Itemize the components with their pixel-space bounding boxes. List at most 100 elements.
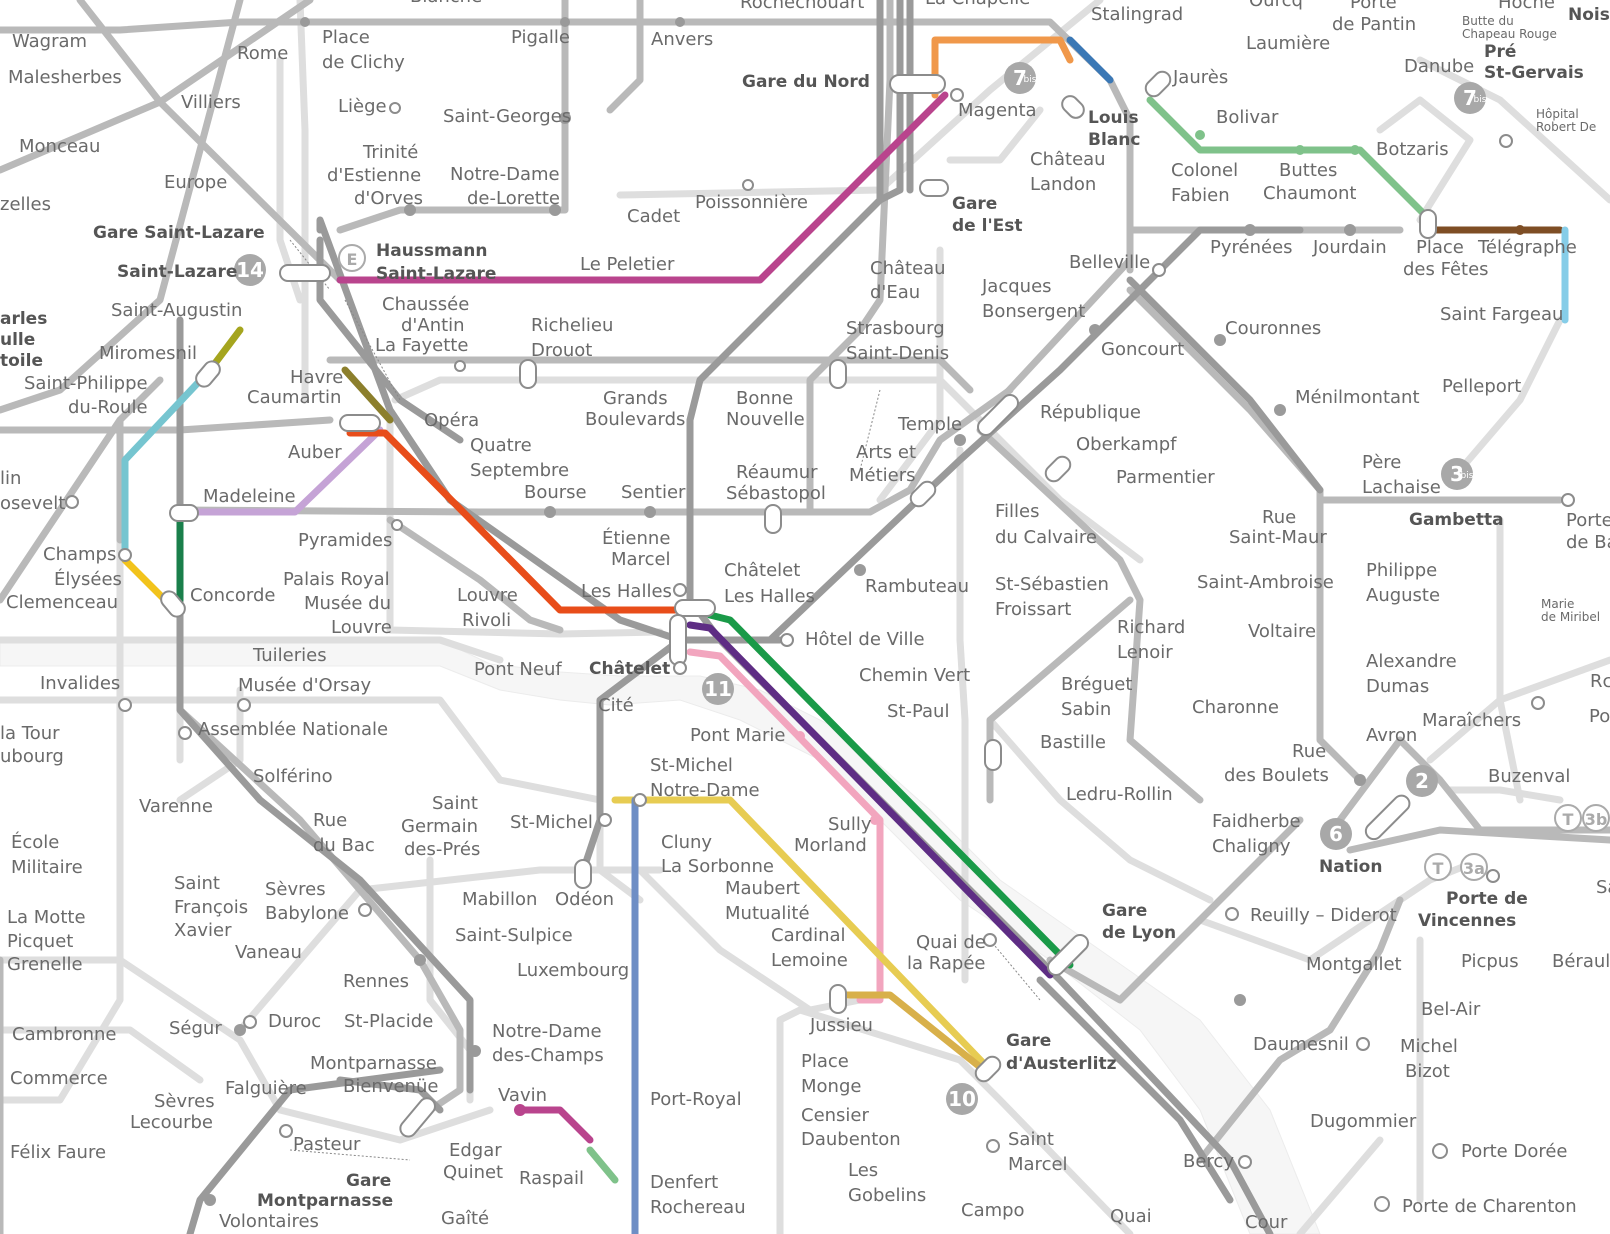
station-label[interactable]: Musée du	[304, 593, 391, 614]
station-label[interactable]: Place	[322, 27, 370, 48]
station-label[interactable]: Notre-Dame	[492, 1021, 602, 1042]
station-label[interactable]: Saint Fargeau	[1440, 304, 1563, 325]
station-label[interactable]: Xavier	[174, 920, 232, 941]
station-label[interactable]: Porte	[1566, 510, 1610, 531]
station-label[interactable]: de Lyon	[1102, 923, 1176, 943]
station-label[interactable]: Bérault	[1552, 951, 1610, 972]
line-badge[interactable]: 10	[946, 1083, 978, 1115]
station-label[interactable]: Butte du	[1462, 14, 1514, 28]
station-label[interactable]: St-Gervais	[1484, 63, 1584, 83]
station-label[interactable]: Europe	[164, 172, 227, 193]
line-badge[interactable]: 3a	[1460, 853, 1488, 881]
station-label[interactable]: de Ba	[1566, 532, 1610, 553]
station-label[interactable]: Pont Neuf	[474, 659, 562, 680]
station-label[interactable]: Haussmann	[376, 241, 487, 261]
station-label[interactable]: Duroc	[268, 1011, 321, 1032]
station-label[interactable]: Magenta	[958, 100, 1037, 121]
station-label[interactable]: Montgallet	[1306, 954, 1402, 975]
station-label[interactable]: Rochechouart	[740, 0, 864, 13]
station-label[interactable]: arles	[0, 309, 47, 329]
station-label[interactable]: Raspail	[519, 1168, 584, 1189]
station-label[interactable]: Varenne	[139, 796, 213, 817]
station-label[interactable]: Daubenton	[801, 1129, 901, 1150]
station-label[interactable]: Picquet	[7, 931, 73, 952]
station-label[interactable]: Rc	[1590, 671, 1610, 692]
station-label[interactable]: École	[11, 831, 59, 853]
station-label[interactable]: Trinité	[362, 142, 418, 163]
station-label[interactable]: Chaligny	[1212, 836, 1291, 857]
station-label[interactable]: Cambronne	[12, 1024, 116, 1045]
station-label[interactable]: Rue	[313, 810, 347, 831]
station-label[interactable]: Odéon	[555, 889, 614, 910]
station-label[interactable]: Étienne	[602, 527, 670, 549]
station-label[interactable]: Sully	[828, 814, 872, 835]
station-label[interactable]: Michel	[1400, 1036, 1458, 1057]
station-label[interactable]: Blanche	[410, 0, 482, 7]
station-label[interactable]: Bolivar	[1216, 107, 1279, 128]
station-label[interactable]: Danube	[1404, 56, 1474, 77]
station-label[interactable]: Villiers	[181, 92, 241, 113]
station-label[interactable]: Bel-Air	[1421, 999, 1481, 1020]
station-label[interactable]: de Clichy	[322, 52, 405, 73]
station-label[interactable]: François	[174, 897, 248, 918]
station-label[interactable]: Parmentier	[1116, 467, 1215, 488]
station-label[interactable]: Gare	[952, 194, 997, 214]
station-label[interactable]: Morland	[794, 835, 867, 856]
station-label[interactable]: Saint-Denis	[846, 343, 949, 364]
station-label[interactable]: Robert De	[1536, 120, 1596, 134]
station-label[interactable]: Quai	[1110, 1206, 1152, 1227]
station-label[interactable]: Vaneau	[235, 942, 302, 963]
station-label[interactable]: Port-Royal	[650, 1089, 742, 1110]
station-label[interactable]: toile	[0, 351, 43, 371]
line-badge[interactable]: 11	[702, 673, 734, 705]
station-label[interactable]: Lenoir	[1117, 642, 1173, 663]
station-label[interactable]: Temple	[897, 414, 962, 435]
line-badge[interactable]: T	[1424, 853, 1452, 881]
station-label[interactable]: La Chapelle	[925, 0, 1030, 9]
station-label[interactable]: Daumesnil	[1253, 1034, 1349, 1055]
station-label[interactable]: Luxembourg	[517, 960, 629, 981]
station-label[interactable]: St-Placide	[344, 1011, 433, 1032]
station-label[interactable]: Quai de	[916, 932, 986, 953]
station-label[interactable]: Opéra	[424, 410, 479, 431]
station-label[interactable]: Campo	[961, 1200, 1025, 1221]
station-label[interactable]: La Motte	[7, 907, 86, 928]
station-label[interactable]: Saint-Ambroise	[1197, 572, 1334, 593]
station-label[interactable]: Rue	[1262, 507, 1296, 528]
station-label[interactable]: Gaîté	[441, 1208, 489, 1229]
station-label[interactable]: Monge	[801, 1076, 861, 1097]
station-label[interactable]: de l'Est	[952, 216, 1023, 236]
station-label[interactable]: Caumartin	[247, 387, 341, 408]
station-label[interactable]: Chapeau Rouge	[1462, 27, 1557, 41]
station-label[interactable]: Falguière	[225, 1078, 307, 1099]
station-label[interactable]: Poissonnière	[695, 192, 808, 213]
station-label[interactable]: d'Estienne	[327, 165, 421, 186]
station-label[interactable]: lin	[0, 468, 21, 489]
station-label[interactable]: Pyramides	[298, 530, 392, 551]
station-label[interactable]: Bienvenüe	[343, 1076, 438, 1097]
station-label[interactable]: d'Orves	[354, 188, 423, 209]
station-label[interactable]: Faidherbe	[1212, 811, 1301, 832]
station-label[interactable]: Babylone	[265, 903, 349, 924]
station-label[interactable]: des Fêtes	[1403, 259, 1489, 280]
station-label[interactable]: Pelleport	[1442, 376, 1521, 397]
station-label[interactable]: Porte Dorée	[1461, 1141, 1568, 1162]
station-label[interactable]: Goncourt	[1101, 339, 1184, 360]
station-label[interactable]: Gare du Nord	[742, 72, 870, 92]
station-label[interactable]: la Rapée	[907, 953, 985, 974]
station-label[interactable]: Gare	[346, 1171, 391, 1191]
station-label[interactable]: Strasbourg	[846, 318, 945, 339]
station-label[interactable]: Jacques	[981, 276, 1052, 297]
station-label[interactable]: Reuilly – Diderot	[1250, 905, 1397, 926]
station-label[interactable]: zelles	[0, 194, 51, 215]
station-label[interactable]: Nation	[1319, 857, 1382, 877]
station-label[interactable]: Le Peletier	[580, 254, 675, 275]
station-label[interactable]: d'Eau	[870, 282, 920, 303]
station-label[interactable]: Bourse	[524, 482, 587, 503]
station-label[interactable]: Couronnes	[1225, 318, 1321, 339]
station-label[interactable]: Monceau	[19, 136, 100, 157]
station-label[interactable]: Gare	[1102, 901, 1147, 921]
station-label[interactable]: Ségur	[169, 1018, 222, 1039]
